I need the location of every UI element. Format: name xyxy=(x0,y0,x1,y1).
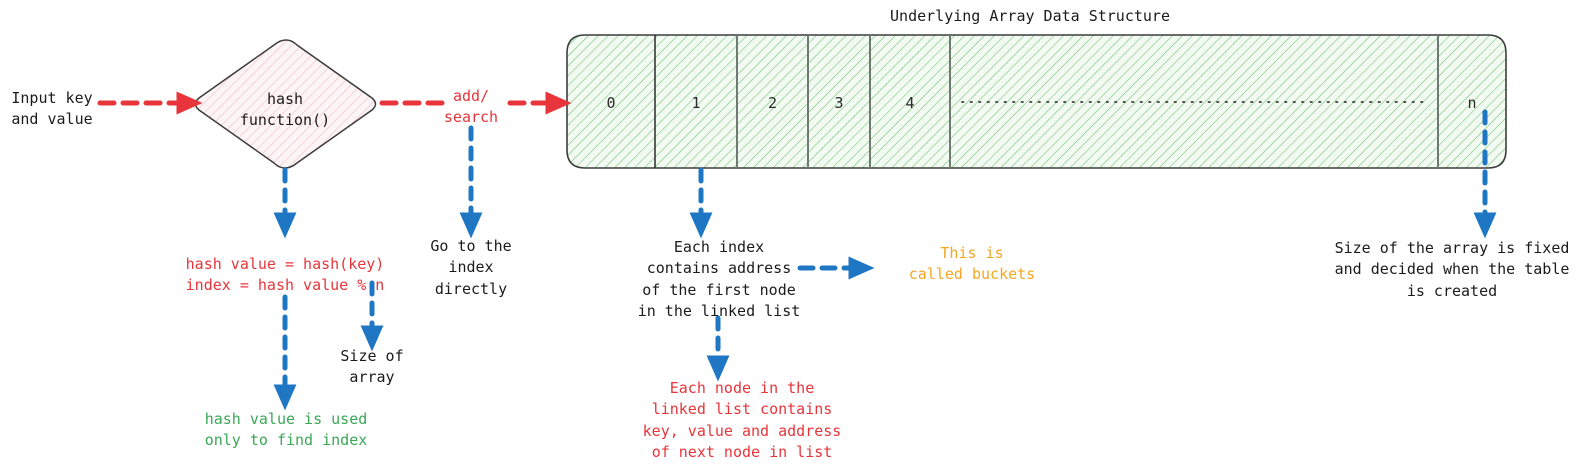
note-array-fixed: Size of the array is fixed and decided w… xyxy=(1334,239,1570,300)
note-hash-used: hash value is used only to find index xyxy=(204,410,368,450)
array-cell-label-2: 2 xyxy=(767,94,778,112)
hash-function-label: hash function() xyxy=(239,90,331,130)
diagram-title: Underlying Array Data Structure xyxy=(890,7,1170,25)
array-cell-label-n: n xyxy=(1467,94,1477,112)
input-key-label: Input key and value xyxy=(11,89,93,129)
array-structure xyxy=(566,34,1507,169)
note-size-of-array: Size of array xyxy=(340,347,404,387)
array-cell-label-4: 4 xyxy=(905,94,915,112)
note-hash-formula: hash value = hash(key) index = hash valu… xyxy=(185,255,385,295)
blue-connector-arrows xyxy=(273,109,1497,411)
note-buckets: This is called buckets xyxy=(908,244,1036,284)
note-go-to-index: Go to the index directly xyxy=(430,237,512,298)
note-each-node: Each node in the linked list contains ke… xyxy=(642,379,842,461)
add-search-label: add/ search xyxy=(443,87,499,127)
array-cell-label-1: 1 xyxy=(691,94,701,112)
array-cell-label-0: 0 xyxy=(606,94,616,112)
array-cell-label-3: 3 xyxy=(834,94,844,112)
note-each-index: Each index contains address of the first… xyxy=(637,238,801,320)
